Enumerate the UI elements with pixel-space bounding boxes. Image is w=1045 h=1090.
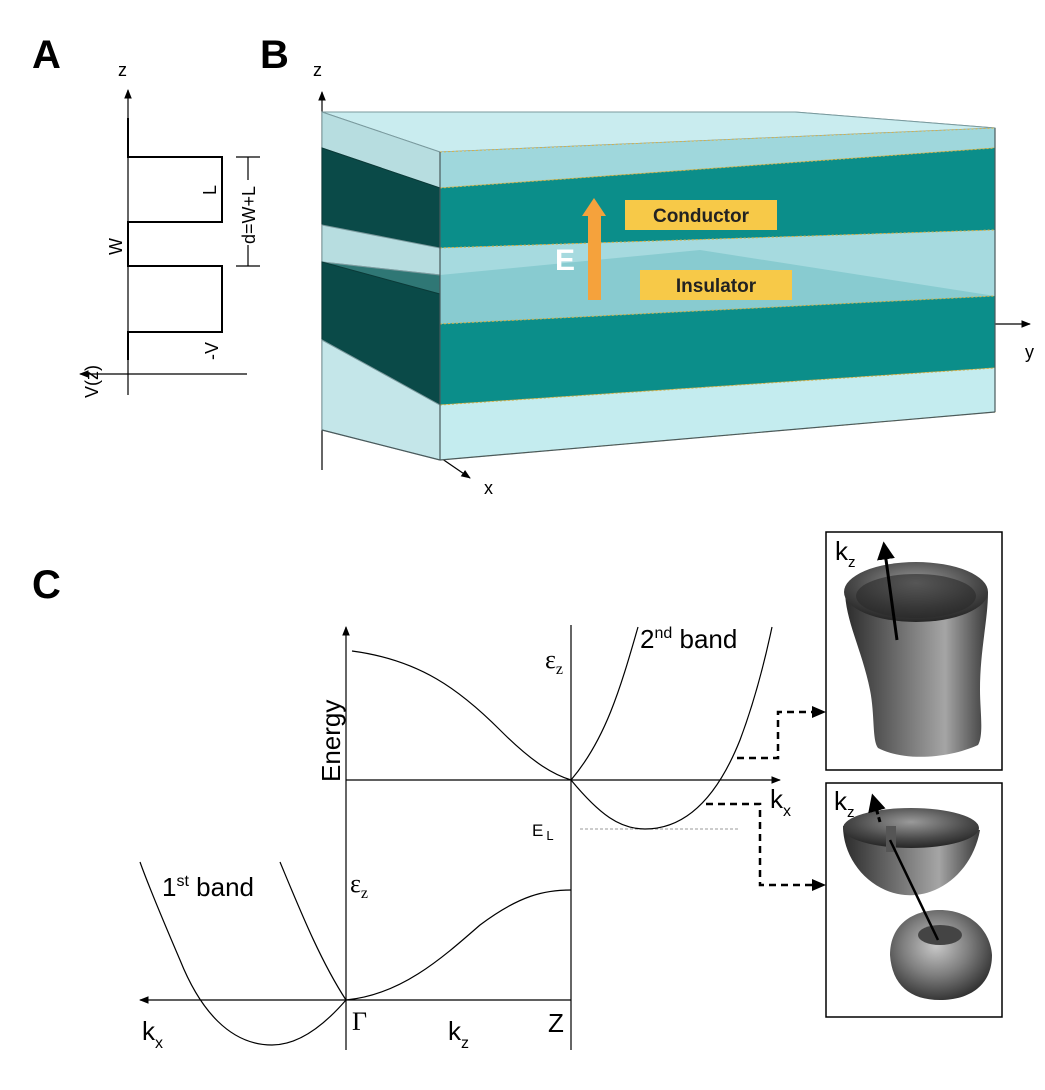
panel-a-v-axis-label: V(z): [82, 365, 102, 398]
stack-bottom-front-edge: [439, 411, 996, 461]
front-insulator-top: [439, 127, 996, 189]
insulator-label: Insulator: [676, 276, 757, 297]
conductor-label: Conductor: [653, 206, 750, 227]
closed-surface-upper-rim: [843, 808, 979, 848]
panel-b-y-axis-label: y: [1025, 342, 1034, 362]
panel-c: C Energy εz εz 2nd band 1st band kx kx k…: [32, 531, 1003, 1052]
upper-miniband-curve: [351, 650, 572, 781]
front-conductor-bottom: [439, 295, 996, 406]
upper-connector-arrowhead: [812, 706, 826, 718]
open-surface-kz-arrow: [877, 541, 899, 641]
closed-surface-kz-line: [888, 839, 940, 941]
insulator-tag: [640, 270, 792, 300]
barrier-width-label: L: [200, 185, 220, 195]
first-band-parabola: [139, 861, 347, 1046]
bottom-kz-label: kz: [448, 1016, 469, 1052]
field-label: E: [555, 244, 575, 277]
open-surface-body: [845, 590, 988, 757]
epsilon-z-upper-label: εz: [545, 645, 563, 678]
closed-surface-neck: [886, 826, 896, 852]
panel-b-z-axis-label: z: [313, 60, 322, 80]
well-width-label: W: [106, 238, 126, 255]
period-label: d=W+L: [239, 186, 259, 244]
field-arrow-shaft: [588, 214, 601, 300]
bottom-kx-label: kx: [142, 1016, 163, 1052]
lower-connector-arrow: [706, 802, 818, 887]
panel-a: A z V(z) d=W+L L W -V: [32, 33, 260, 398]
closed-surface-kz-arrow: [868, 793, 886, 823]
open-surface-kz-label: kz: [835, 536, 856, 571]
energy-axis-label: Energy: [316, 700, 346, 782]
lower-connector-arrowhead: [812, 879, 826, 891]
panel-c-letter: C: [32, 563, 61, 607]
closed-surface-kz-label: kz: [834, 786, 855, 821]
field-arrow-head: [582, 198, 606, 216]
gamma-point-label: Γ: [352, 1007, 367, 1036]
z-point-label: Z: [548, 1008, 564, 1038]
conductor-tag: [625, 200, 777, 230]
potential-profile: [127, 118, 223, 360]
first-band-label: 1st band: [162, 872, 254, 902]
second-band-parabola: [570, 626, 773, 830]
closed-surface-lower-torus: [890, 910, 992, 1000]
second-band-label: 2nd band: [640, 624, 737, 654]
panel-b-letter: B: [260, 33, 289, 77]
second-band-left-branch: [570, 626, 639, 781]
panel-b: B z y x E: [260, 33, 1034, 498]
epsilon-z-lower-label: εz: [350, 869, 368, 902]
fermi-surface-closed: kz: [825, 782, 1003, 1018]
fermi-surface-open: kz: [825, 531, 1003, 771]
upper-connector-arrow: [737, 710, 818, 760]
first-band-right-branch: [279, 861, 347, 1001]
panel-a-letter: A: [32, 33, 61, 77]
panel-b-x-axis-label: x: [484, 478, 493, 498]
closed-surface-torus-hole: [918, 925, 962, 945]
panel-a-z-axis-label: z: [118, 60, 127, 80]
open-surface-opening: [856, 574, 976, 618]
lower-miniband-curve: [345, 889, 572, 1001]
well-depth-label: -V: [202, 342, 222, 360]
middle-kx-label: kx: [770, 784, 791, 820]
stack-bottom-left-edge: [321, 429, 441, 461]
